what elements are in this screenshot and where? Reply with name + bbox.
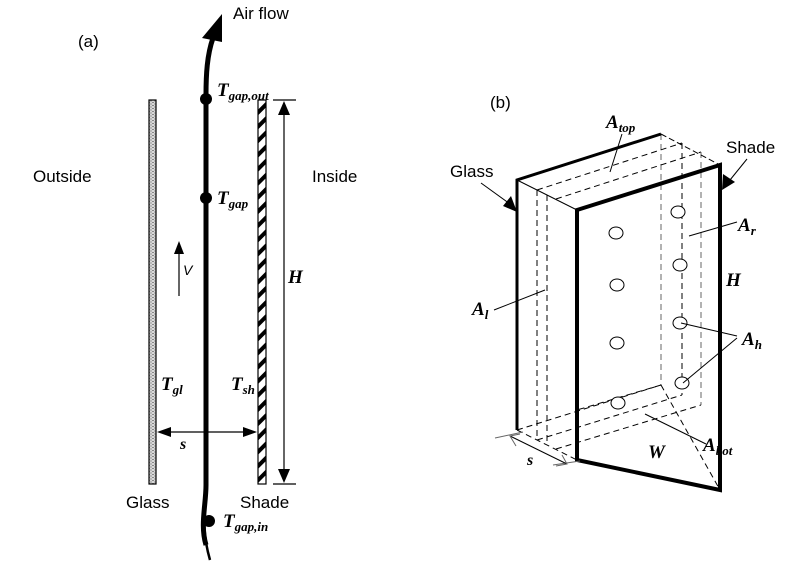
hole (672, 258, 688, 272)
air-flow-line (200, 37, 216, 546)
shade-pointer-arrow (722, 174, 735, 190)
hole (672, 316, 688, 330)
spacing-dimension-b (494, 431, 581, 467)
height-label-a: H (287, 267, 304, 288)
t-gap-out-point (200, 93, 212, 105)
a-top-label: Atop (605, 112, 636, 135)
shade-pane (257, 99, 267, 485)
inside-label: Inside (312, 167, 357, 186)
glass-label-b: Glass (450, 162, 493, 181)
hole (670, 205, 686, 219)
t-gap-in-label: Tgap,in (223, 511, 268, 534)
shade-label-a: Shade (240, 493, 289, 512)
t-gap-label: Tgap (217, 188, 249, 211)
hole (609, 278, 625, 292)
spacing-label-b: s (526, 452, 533, 469)
glass-pane (148, 99, 157, 485)
panel-b-label: (b) (490, 93, 511, 112)
hole (608, 226, 624, 240)
t-gap-in-point (203, 515, 215, 527)
t-gap-point (200, 192, 212, 204)
glass-panel-edge (515, 132, 662, 430)
hole (609, 336, 625, 350)
glass-pointer-arrow (503, 196, 517, 212)
air-flow-arrowhead (202, 14, 222, 42)
height-label-b: H (725, 270, 742, 291)
t-sh-label: Tsh (231, 374, 255, 397)
holes (608, 205, 690, 410)
t-gl-label: Tgl (161, 374, 183, 397)
outside-label: Outside (33, 167, 92, 186)
hole (674, 376, 690, 390)
width-label-b: W (648, 442, 666, 463)
a-r-label: Ar (737, 215, 757, 238)
velocity-label: V (183, 262, 194, 278)
glass-label-a: Glass (126, 493, 169, 512)
t-gap-out-label: Tgap,out (217, 80, 269, 103)
a-bot-label: Abot (702, 435, 733, 458)
shade-panel-front (575, 162, 722, 493)
hidden-edges (516, 134, 721, 491)
panel-a: (a) Air flow Tgap,out Tgap Tgap,in Tgl T… (33, 4, 357, 561)
spacing-label-a: s (179, 436, 186, 453)
a-l-label: Al (471, 299, 489, 322)
hole (610, 396, 626, 410)
shade-label-b: Shade (726, 138, 775, 157)
panel-b: (b) (450, 93, 775, 493)
air-flow-label: Air flow (233, 4, 289, 23)
panel-a-label: (a) (78, 32, 99, 51)
a-h-label: Ah (741, 329, 762, 352)
